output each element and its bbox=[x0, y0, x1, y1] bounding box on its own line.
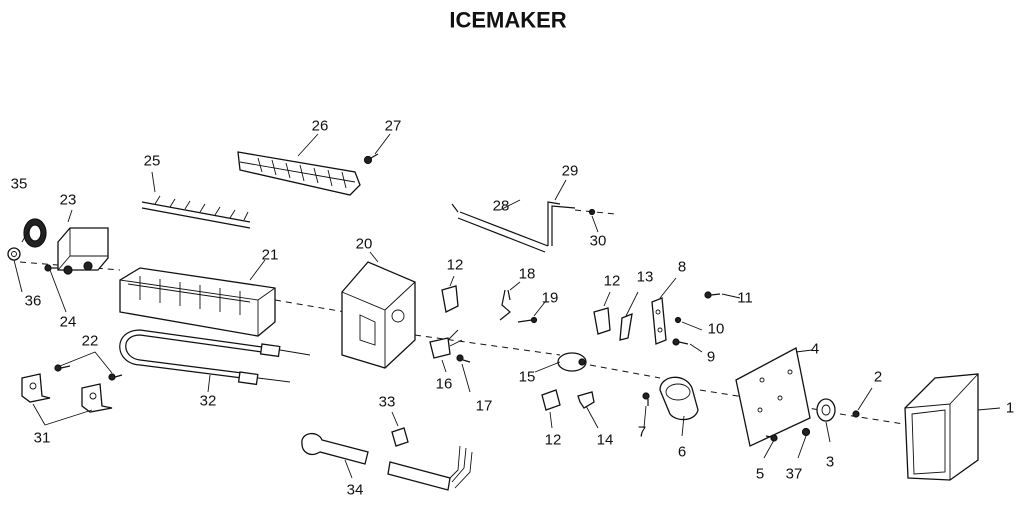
callout-35: 35 bbox=[11, 176, 28, 193]
ejector-25[interactable] bbox=[141, 195, 251, 229]
screw-9[interactable] bbox=[672, 338, 689, 346]
spring-18[interactable] bbox=[499, 289, 511, 321]
callout-7: 7 bbox=[638, 424, 646, 441]
callout-19: 19 bbox=[542, 290, 559, 307]
motor-6[interactable] bbox=[659, 376, 699, 421]
screw-11[interactable] bbox=[704, 291, 721, 299]
seal-ring-35[interactable] bbox=[23, 218, 47, 248]
screw-27[interactable] bbox=[363, 153, 379, 165]
callout-20: 20 bbox=[356, 236, 373, 253]
front-cover-1[interactable] bbox=[904, 373, 979, 481]
callout-34: 34 bbox=[347, 482, 364, 499]
mounting-plate-4[interactable] bbox=[735, 347, 811, 447]
switch-16[interactable] bbox=[429, 329, 463, 359]
callout-13: 13 bbox=[637, 269, 654, 286]
callout-12-lower: 12 bbox=[545, 432, 562, 449]
connector-33[interactable] bbox=[391, 427, 409, 447]
screw-24[interactable] bbox=[44, 264, 58, 272]
callout-23: 23 bbox=[60, 192, 77, 209]
callout-9: 9 bbox=[707, 349, 715, 366]
shutoff-arm-28[interactable] bbox=[451, 203, 549, 253]
mold-cover-23[interactable] bbox=[57, 227, 109, 275]
nut-37[interactable] bbox=[801, 427, 811, 437]
callout-3: 3 bbox=[826, 454, 834, 471]
callout-30: 30 bbox=[590, 233, 607, 250]
callout-32: 32 bbox=[200, 393, 217, 410]
callout-22: 22 bbox=[82, 333, 99, 350]
callout-26: 26 bbox=[312, 118, 329, 135]
gear-3[interactable] bbox=[816, 398, 836, 422]
part-10[interactable] bbox=[674, 316, 682, 324]
part-30[interactable] bbox=[574, 208, 616, 216]
callout-31: 31 bbox=[34, 430, 51, 447]
stripper-26[interactable] bbox=[237, 151, 361, 196]
mold-heater-32[interactable] bbox=[119, 329, 311, 386]
callout-12-middle: 12 bbox=[604, 273, 621, 290]
ice-mold-21[interactable] bbox=[119, 267, 276, 337]
callout-33: 33 bbox=[379, 394, 396, 411]
wiring-harness-34[interactable] bbox=[301, 433, 473, 491]
diagram-title: ICEMAKER bbox=[449, 8, 566, 33]
arm-bracket-29[interactable] bbox=[547, 201, 576, 246]
callout-16: 16 bbox=[436, 376, 453, 393]
callout-6: 6 bbox=[678, 444, 686, 461]
screw-17[interactable] bbox=[456, 354, 471, 363]
callout-12-top: 12 bbox=[447, 257, 464, 274]
callout-37: 37 bbox=[786, 466, 803, 483]
callout-28: 28 bbox=[493, 198, 510, 215]
callout-8: 8 bbox=[678, 259, 686, 276]
screw-7[interactable] bbox=[642, 392, 650, 406]
lever-12-top[interactable] bbox=[441, 285, 459, 313]
callout-36: 36 bbox=[25, 293, 42, 310]
callout-18: 18 bbox=[519, 266, 536, 283]
bracket-8[interactable] bbox=[651, 297, 667, 345]
lever-12-lower[interactable] bbox=[541, 389, 561, 411]
callout-29: 29 bbox=[562, 163, 579, 180]
pin-19[interactable] bbox=[517, 316, 538, 324]
callout-17: 17 bbox=[476, 398, 493, 415]
assembly-axis bbox=[19, 261, 911, 426]
brackets-31[interactable] bbox=[21, 373, 113, 413]
screws-22[interactable] bbox=[54, 364, 123, 381]
callout-5: 5 bbox=[756, 466, 764, 483]
nut-36[interactable] bbox=[7, 247, 21, 261]
callout-25: 25 bbox=[144, 153, 161, 170]
callout-10: 10 bbox=[708, 321, 725, 338]
housing-20[interactable] bbox=[341, 261, 416, 369]
callout-11: 11 bbox=[737, 290, 753, 307]
leader-lines bbox=[13, 133, 1001, 479]
callout-21: 21 bbox=[262, 247, 279, 264]
screw-2[interactable] bbox=[852, 410, 860, 418]
callout-4: 4 bbox=[811, 341, 819, 358]
callout-14: 14 bbox=[597, 432, 614, 449]
callout-27: 27 bbox=[385, 118, 402, 135]
callout-15: 15 bbox=[519, 369, 536, 386]
screw-5[interactable] bbox=[765, 434, 778, 442]
callout-1: 1 bbox=[1006, 400, 1014, 417]
callout-24: 24 bbox=[60, 314, 77, 331]
cam-15[interactable] bbox=[557, 352, 587, 372]
part-13[interactable] bbox=[619, 312, 633, 341]
lever-12-middle[interactable] bbox=[593, 307, 611, 335]
part-14[interactable] bbox=[577, 391, 595, 409]
callout-2: 2 bbox=[874, 369, 882, 386]
